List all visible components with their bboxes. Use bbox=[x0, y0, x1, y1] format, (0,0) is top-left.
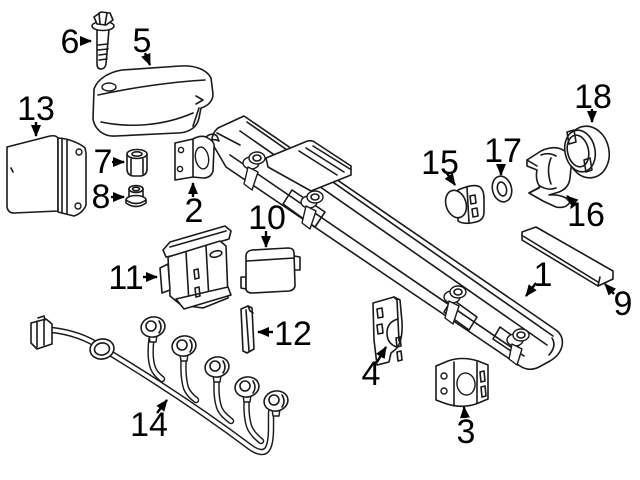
callout-14[interactable]: 14 bbox=[130, 399, 168, 444]
callout-17[interactable]: 17 bbox=[484, 132, 522, 176]
part-wiring-harness-drawing bbox=[30, 315, 289, 456]
callout-number: 14 bbox=[130, 406, 168, 444]
part-strip-drawing bbox=[240, 305, 255, 354]
callout-arrow bbox=[141, 52, 152, 66]
callout-15[interactable]: 15 bbox=[421, 144, 459, 186]
callout-number: 12 bbox=[274, 315, 312, 353]
callout-12[interactable]: 12 bbox=[257, 315, 312, 353]
part-bumper-pad-drawing bbox=[92, 65, 214, 137]
callout-arrow bbox=[156, 399, 168, 414]
callout-number: 1 bbox=[534, 256, 553, 294]
callout-arrow bbox=[375, 346, 388, 363]
part-impact-bar-drawing bbox=[211, 115, 564, 371]
part-clamp-bracket-drawing bbox=[435, 357, 489, 408]
callout-number: 18 bbox=[574, 78, 612, 116]
sensor-boss bbox=[506, 328, 530, 366]
callout-arrow bbox=[525, 282, 537, 297]
callout-10[interactable]: 10 bbox=[248, 199, 286, 248]
callout-number: 15 bbox=[421, 144, 459, 182]
callout-number: 8 bbox=[92, 178, 111, 216]
callout-number: 11 bbox=[108, 259, 143, 297]
callout-number: 6 bbox=[61, 23, 80, 61]
part-sensor-holder-drawing bbox=[526, 146, 572, 209]
callout-18[interactable]: 18 bbox=[574, 78, 612, 123]
callout-1[interactable]: 1 bbox=[525, 256, 553, 297]
callout-8[interactable]: 8 bbox=[92, 178, 125, 216]
harness-sensor-head bbox=[204, 356, 230, 383]
callout-9[interactable]: 9 bbox=[604, 283, 633, 323]
callout-6[interactable]: 6 bbox=[61, 23, 92, 61]
callout-number: 17 bbox=[484, 132, 522, 170]
part-seal-ring-drawing bbox=[491, 175, 513, 203]
callout-11[interactable]: 11 bbox=[108, 259, 158, 297]
callout-number: 16 bbox=[567, 196, 605, 234]
harness-sensor-head bbox=[263, 390, 289, 417]
callout-arrow bbox=[604, 283, 617, 296]
sensor-boss bbox=[300, 190, 324, 230]
callout-3[interactable]: 3 bbox=[457, 406, 476, 451]
callout-number: 5 bbox=[133, 22, 152, 60]
callout-5[interactable]: 5 bbox=[133, 22, 152, 66]
callout-number: 7 bbox=[94, 143, 113, 181]
part-cover-strip-drawing bbox=[521, 226, 614, 287]
part-parking-sensor-drawing bbox=[444, 184, 485, 225]
callout-number: 2 bbox=[185, 192, 204, 230]
callout-number: 13 bbox=[17, 90, 55, 128]
part-nut-drawing bbox=[125, 184, 147, 208]
part-mount-bracket-drawing bbox=[159, 225, 232, 310]
harness-grommet bbox=[89, 338, 115, 360]
part-spacer-sleeve-drawing bbox=[126, 148, 148, 177]
callout-number: 4 bbox=[362, 355, 381, 393]
part-housing-cup-drawing bbox=[563, 125, 611, 179]
callout-number: 9 bbox=[614, 285, 633, 323]
part-protective-plate-drawing bbox=[6, 134, 87, 217]
callout-2[interactable]: 2 bbox=[185, 182, 204, 230]
callout-arrow bbox=[460, 406, 470, 419]
harness-sensor-head bbox=[140, 316, 166, 343]
callout-number: 3 bbox=[457, 413, 476, 451]
harness-sensor-head bbox=[234, 376, 260, 403]
callout-16[interactable]: 16 bbox=[566, 195, 605, 234]
harness-sensor-head bbox=[171, 335, 197, 362]
callout-arrow bbox=[444, 171, 456, 186]
callout-number: 10 bbox=[248, 199, 286, 237]
callout-13[interactable]: 13 bbox=[17, 90, 55, 137]
sensor-boss bbox=[443, 285, 467, 325]
callout-7[interactable]: 7 bbox=[94, 143, 125, 181]
part-bolt-drawing bbox=[91, 11, 115, 70]
harness-connector bbox=[30, 315, 53, 350]
callout-4[interactable]: 4 bbox=[362, 346, 388, 393]
sensor-boss bbox=[242, 151, 266, 191]
part-small-bracket-drawing bbox=[174, 133, 220, 181]
part-control-module-drawing bbox=[240, 247, 301, 294]
callout-arrow bbox=[566, 195, 579, 208]
